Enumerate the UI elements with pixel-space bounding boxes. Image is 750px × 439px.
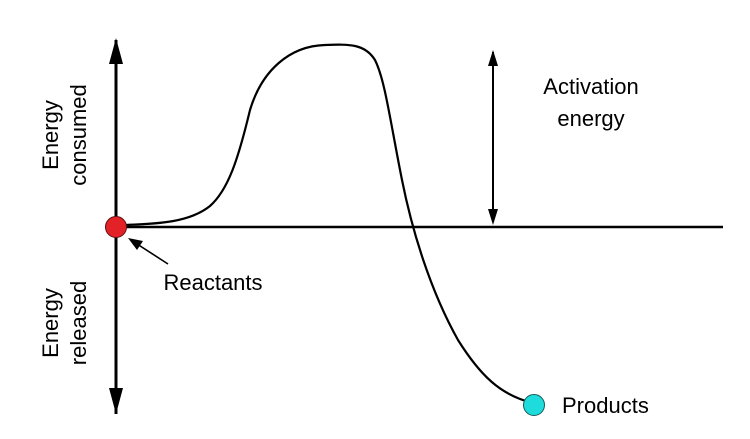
activation-down-arrow-icon xyxy=(488,209,498,225)
activation-energy-arrow xyxy=(488,50,498,225)
activation-up-arrow-icon xyxy=(488,50,498,66)
products-dot xyxy=(523,394,545,416)
energy-consumed-label-line1: Energy xyxy=(38,100,63,170)
reactants-pointer xyxy=(128,238,169,265)
axis-down-arrow-icon xyxy=(109,388,123,414)
energy-released-label-line2: released xyxy=(66,281,91,365)
axis-up-arrow-icon xyxy=(109,38,123,64)
activation-energy-label-line2: energy xyxy=(557,106,624,131)
reactants-label: Reactants xyxy=(163,270,262,295)
energy-released-label-line1: Energy xyxy=(38,288,63,358)
energy-consumed-label-line2: consumed xyxy=(66,84,91,186)
pointer-arrowhead-icon xyxy=(128,238,143,250)
products-label: Products xyxy=(562,393,649,418)
activation-energy-label-line1: Activation xyxy=(543,74,638,99)
reaction-curve xyxy=(121,43,534,405)
reactants-dot xyxy=(105,216,127,238)
